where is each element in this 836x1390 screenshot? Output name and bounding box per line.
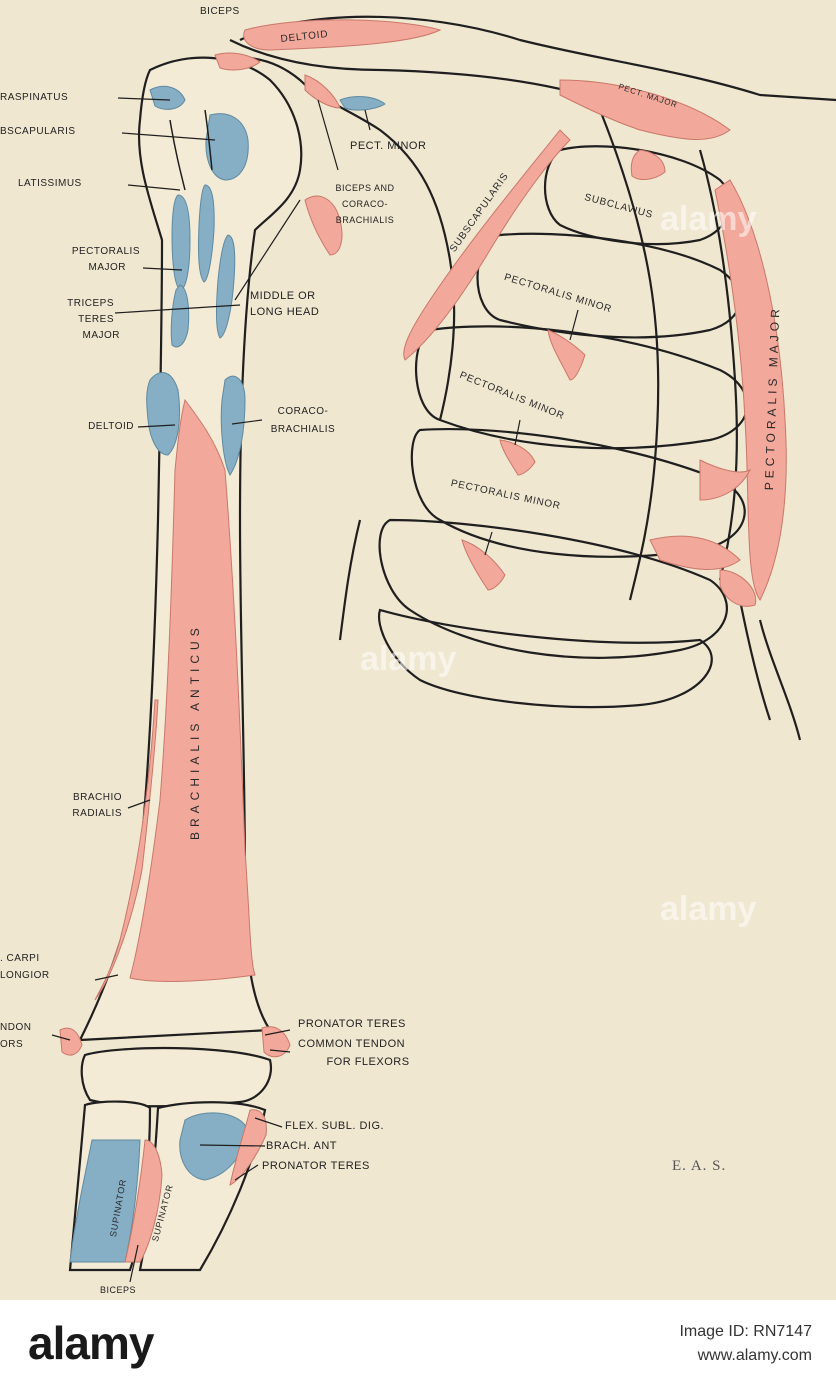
label-common-tendon-flex-l1: COMMON TENDON (298, 1038, 406, 1050)
label-coracobrachialis-l2: BRACHIALIS (270, 424, 336, 435)
pectoralis-major-insertion (198, 184, 215, 283)
pect-minor-coracoid-blue (339, 96, 386, 111)
label-common-tendon-ext-l2: ORS (0, 1039, 24, 1050)
label-common-tendon-ext-l1: NDON (0, 1022, 32, 1033)
brachialis-anticus-origin (129, 398, 256, 982)
label-pectoralis-major-l1: PECTORALIS (71, 246, 140, 257)
deltoid-clavicular-origin (243, 19, 442, 51)
image-meta: Image ID: RN7147 www.alamy.com (679, 1320, 812, 1368)
common-extensor-origin (59, 1027, 83, 1056)
biceps-long-head-origin (214, 52, 261, 71)
subscapularis-insertion (205, 113, 249, 181)
pect-minor-origin-3 (461, 539, 506, 591)
flex-subl-origin (229, 1109, 267, 1186)
label-infraspinatus: RASPINATUS (0, 92, 69, 103)
brachioradialis-origin (94, 699, 159, 1001)
label-brachialis-anticus: BRACHIALIS ANTICUS (188, 623, 202, 840)
biceps-coraco-origin (304, 195, 343, 256)
label-pectoralis-major-l2: MAJOR (88, 262, 126, 273)
image-id: Image ID: RN7147 (679, 1323, 812, 1340)
coracobrachialis-insertion (220, 375, 246, 476)
rib-3 (415, 325, 749, 450)
watermark-1: alamy (660, 200, 757, 238)
label-pronator-teres-2: PRONATOR TERES (262, 1160, 370, 1172)
label-latissimus: LATISSIMUS (18, 178, 82, 189)
anatomical-plate: BICEPS DELTOID RASPINATUS BSCAPULARIS LA… (0, 0, 836, 1300)
label-triceps: TRICEPS (67, 298, 114, 309)
label-ext-carpi-l2: LONGIOR (0, 970, 50, 981)
label-coracobrachialis-l1: CORACO- (277, 406, 329, 417)
arm-and-thorax-drawing (51, 15, 836, 1283)
rib-1 (543, 145, 732, 246)
label-brachioradialis-l2: RADIALIS (72, 808, 122, 819)
watermark-2: alamy (660, 890, 757, 928)
label-middle-head-l2: LONG HEAD (250, 306, 320, 318)
label-brach-ant: BRACH. ANT (266, 1140, 338, 1152)
brach-ant-insertion (179, 1112, 246, 1181)
label-teres-major-l2: MAJOR (82, 330, 120, 341)
infraspinatus-insertion (149, 85, 186, 110)
artist-signature: E. A. S. (672, 1158, 727, 1174)
rib-6 (377, 608, 713, 709)
label-common-tendon-flex-l2: FOR FLEXORS (326, 1056, 410, 1068)
thorax-red-areas (243, 19, 787, 607)
label-biceps-bottom: BICEPS (100, 1285, 137, 1295)
label-pronator-teres-1: PRONATOR TERES (298, 1018, 406, 1030)
pect-major-clavicular-origin (559, 79, 731, 140)
label-flex-subl-dig: FLEX. SUBL. DIG. (285, 1120, 385, 1132)
pect-major-rib-slip (699, 459, 752, 501)
label-teres-major-l1: TERES (78, 314, 114, 325)
leader-lines (51, 97, 579, 1283)
label-biceps-coraco-l1: BICEPS AND (335, 183, 395, 193)
rib-2 (476, 232, 741, 339)
label-middle-head-l1: MIDDLE OR (250, 290, 316, 302)
subclavius-insertion (630, 149, 666, 180)
humerus (59, 52, 303, 1058)
label-biceps-coraco-l3: BRACHIALIS (335, 215, 395, 225)
label-ext-carpi-l1: . CARPI (0, 953, 40, 964)
site-url: www.alamy.com (697, 1347, 812, 1364)
label-biceps-coraco-l2: CORACO- (342, 199, 388, 209)
rib-5 (378, 518, 728, 659)
alamy-logo: alamy (28, 1317, 154, 1369)
pect-minor-origin-1 (547, 329, 586, 381)
label-biceps-top: BICEPS (200, 6, 240, 17)
supinator-origin (124, 1139, 163, 1263)
teres-major-insertion (215, 234, 236, 339)
subscapularis-origin (403, 129, 571, 361)
latissimus-insertion (171, 194, 191, 291)
label-deltoid-arm: DELTOID (88, 421, 134, 432)
rectus-origin (719, 569, 757, 607)
deltoid-insertion (146, 372, 181, 456)
pect-major-lower-slip (649, 535, 741, 570)
triceps-insertion (170, 284, 190, 348)
thorax-outline (199, 15, 836, 741)
thorax-blue-areas (339, 96, 386, 111)
watermark-3: alamy (360, 640, 457, 678)
stock-footer: alamy Image ID: RN7147 www.alamy.com (0, 1300, 836, 1390)
label-brachioradialis-l1: BRACHIO (72, 792, 122, 803)
label-pect-minor-top: PECT. MINOR (350, 140, 427, 152)
pect-major-sternal-origin (714, 179, 787, 601)
label-subscapularis-left: BSCAPULARIS (0, 126, 76, 137)
forearm-muscle-areas (69, 1109, 267, 1263)
pect-minor-origin-2 (499, 439, 536, 476)
pect-minor-insertion-coracoid (304, 74, 341, 109)
elbow-joint (80, 1046, 273, 1108)
